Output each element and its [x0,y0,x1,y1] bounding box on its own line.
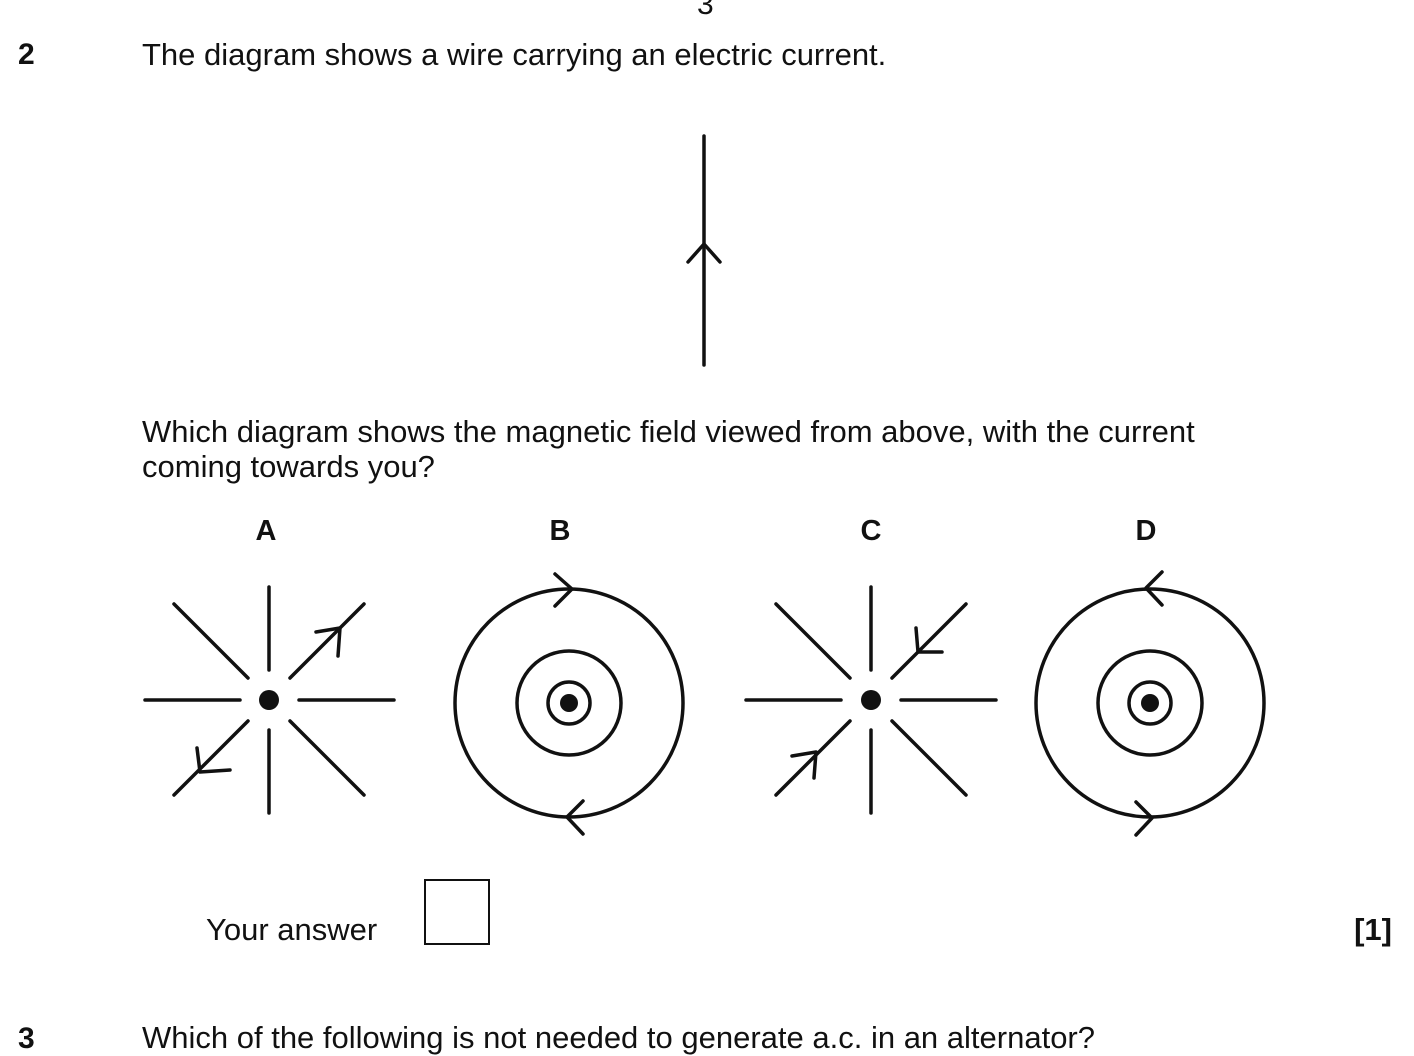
arrow-clockwise-bottom [565,799,585,836]
answer-box[interactable] [424,879,490,945]
page-number: 3 [697,0,714,21]
next-question-text: Which of the following is not needed to … [142,1020,1095,1055]
option-d-diagram [1034,570,1266,837]
current-arrow-up [686,242,722,264]
arrow-anticlockwise-bottom [1134,800,1154,837]
option-label-c: C [860,515,882,547]
arrow-outward-sw [195,746,232,774]
arrow-inward-sw [790,750,818,780]
wire-dot [1141,694,1159,712]
arrow-anticlockwise-top [1144,570,1164,607]
option-a-diagram [143,585,396,815]
arrow-outward-ne [314,626,342,658]
option-label-b: B [549,515,571,547]
answer-label: Your answer [206,912,378,947]
marks: [1] [1354,912,1392,947]
wire-diagram [686,134,722,367]
next-question-number: 3 [18,1022,35,1055]
wire-dot [861,690,881,710]
arrow-inward-ne [914,626,944,654]
question-prompt: Which diagram shows the magnetic field v… [142,414,1195,484]
option-label-d: D [1135,515,1157,547]
wire-dot [560,694,578,712]
option-b-diagram [453,572,685,836]
option-label-a: A [255,515,277,547]
question-number: 2 [18,38,35,71]
option-c-diagram [744,585,998,815]
wire-dot [259,690,279,710]
arrow-clockwise-top [553,572,574,608]
question-text: The diagram shows a wire carrying an ele… [142,37,887,72]
